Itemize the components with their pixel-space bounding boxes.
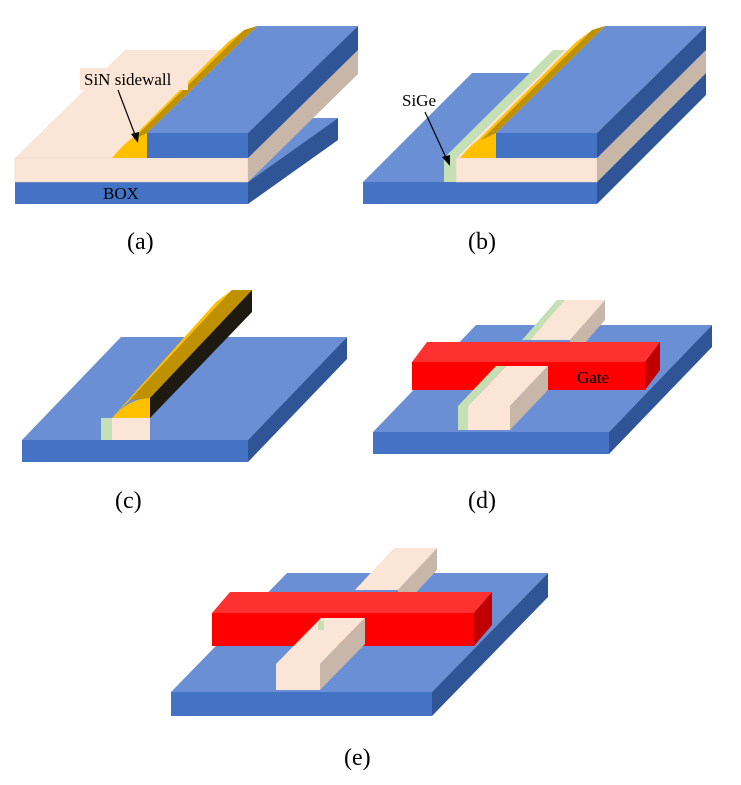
d-gate-top xyxy=(412,342,660,362)
d-fin-front-sige-top xyxy=(458,366,506,406)
a-sidewall-label: SiN sidewall xyxy=(84,70,172,89)
b-sige-front xyxy=(444,158,456,182)
c-mask-side xyxy=(150,290,252,418)
panel-c: (c) xyxy=(22,290,347,514)
d-caption: (d) xyxy=(468,488,496,514)
e-fin-front-top xyxy=(276,618,365,664)
a-mask-side xyxy=(248,26,358,158)
b-box-side xyxy=(597,73,706,204)
b-si-front xyxy=(455,157,598,183)
d-fin-front-sige xyxy=(458,406,468,430)
d-box-side xyxy=(609,325,712,454)
c-sige-front xyxy=(101,418,112,440)
a-caption: (a) xyxy=(127,229,154,255)
a-sidewall-arrow xyxy=(117,89,138,141)
b-box-front xyxy=(363,182,597,204)
b-sige-arrowhead xyxy=(442,155,450,166)
a-sidewall-label-bg xyxy=(80,68,188,90)
panel-b: SiGe (b) xyxy=(363,26,706,255)
b-sidewall-face xyxy=(460,133,496,158)
b-mask-front xyxy=(496,133,597,158)
d-fin-back-sige xyxy=(522,300,565,340)
d-gate-side xyxy=(645,342,660,390)
e-fin-front-face xyxy=(276,664,320,690)
d-box-front xyxy=(373,432,609,454)
a-si-front xyxy=(14,157,249,183)
a-box-front xyxy=(15,182,248,204)
b-mask-side xyxy=(597,26,706,158)
d-fin-front-top xyxy=(468,366,548,406)
d-fin-back-top xyxy=(530,300,605,340)
a-box-label: BOX xyxy=(103,184,139,203)
b-caption: (b) xyxy=(468,229,496,255)
e-gate-side xyxy=(474,592,492,646)
b-sidewall-slope xyxy=(460,30,592,158)
b-sidewall-top xyxy=(481,26,605,140)
a-mask-front xyxy=(147,133,248,158)
e-box-front xyxy=(171,692,432,716)
d-fin-front-face xyxy=(468,406,510,430)
d-gate-label: Gate xyxy=(577,368,609,387)
e-fin-back-top xyxy=(355,548,437,590)
a-sidewall-slope xyxy=(112,30,244,158)
panel-e: (e) xyxy=(171,548,548,771)
e-caption: (e) xyxy=(344,745,371,771)
c-sidewall-slope xyxy=(112,290,232,418)
a-box-side xyxy=(248,118,338,204)
panel-d: Gate (d) xyxy=(373,300,712,514)
e-box-side xyxy=(432,573,548,716)
c-fin-front xyxy=(112,418,150,440)
a-sidewall-arrowhead xyxy=(131,132,139,143)
c-box-front xyxy=(22,440,248,462)
b-sige-arrow xyxy=(424,111,449,163)
d-fin-front-side xyxy=(510,366,548,430)
e-fin-front-side xyxy=(320,618,365,690)
a-mask-top xyxy=(147,26,358,133)
a-si-side xyxy=(248,50,358,182)
a-sidewall-top xyxy=(132,26,257,140)
c-box-top xyxy=(22,337,347,440)
b-mask-top xyxy=(496,26,706,133)
c-box-side xyxy=(248,337,347,462)
b-sige-label: SiGe xyxy=(402,91,436,110)
e-gate-top xyxy=(212,592,492,613)
c-caption: (c) xyxy=(115,488,142,514)
b-si-side xyxy=(597,50,706,182)
panel-a: SiN sidewall BOX (a) xyxy=(14,26,358,255)
b-sige-top xyxy=(444,50,565,158)
e-sige-sliver xyxy=(318,621,324,630)
c-sidewall-face xyxy=(112,398,150,418)
c-sidewall-topedge xyxy=(130,290,252,400)
